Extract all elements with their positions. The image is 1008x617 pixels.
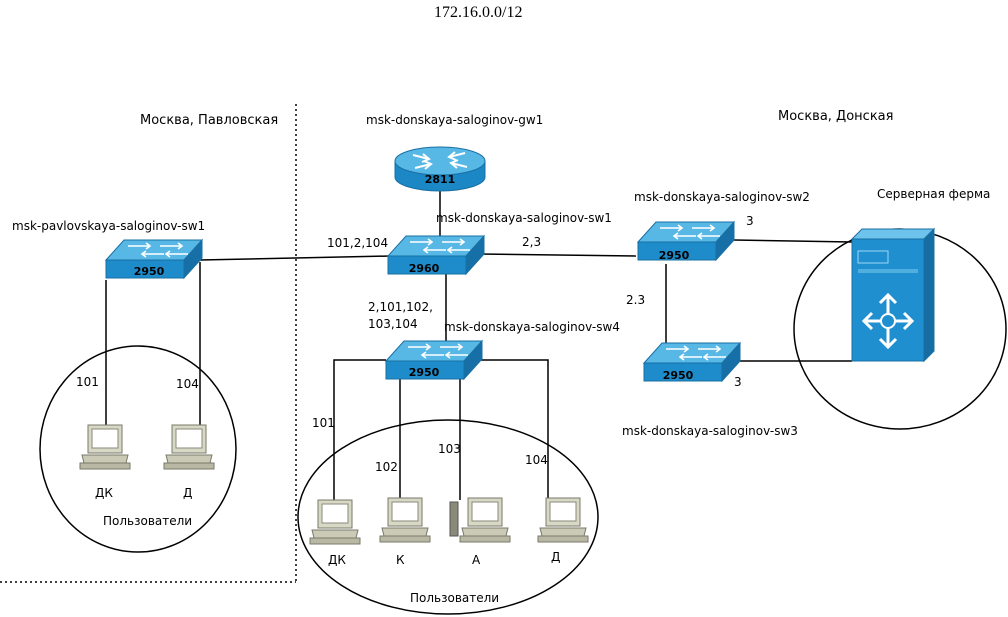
- vlan-label-pav-left: 101: [76, 375, 99, 389]
- host-label: ДК: [328, 553, 346, 567]
- vlan-label-pav-right: 104: [176, 377, 199, 391]
- device-name-pav: msk-pavlovskaya-saloginov-sw1: [12, 219, 206, 233]
- location-donskaya: Москва, Донская: [778, 109, 894, 124]
- device-name-sw3: msk-donskaya-saloginov-sw3: [622, 424, 798, 438]
- model-label-sw3: 2950: [663, 369, 694, 382]
- user-group-label: Пользователи: [103, 514, 193, 528]
- location-pavlovskaya: Москва, Павловская: [140, 113, 279, 128]
- vlan-label-sw4-4: 104: [525, 453, 548, 467]
- pc-icon[interactable]: [163, 424, 215, 470]
- pc-icon[interactable]: [537, 497, 589, 543]
- vlan-label-sw2-sw3: 2.3: [626, 293, 646, 307]
- pc-icon[interactable]: [449, 497, 511, 543]
- device-name-sw4: msk-donskaya-saloginov-sw4: [444, 320, 620, 334]
- model-label-sw4: 2950: [409, 366, 440, 379]
- vlan-label-core-sw4-2: 103,104: [368, 317, 418, 331]
- pc-icon[interactable]: [79, 424, 131, 470]
- host-label: Д: [551, 550, 561, 564]
- model-label-sw2: 2950: [659, 249, 690, 262]
- vlan-label-core-sw2: 2,3: [522, 235, 542, 249]
- server-icon[interactable]: [850, 227, 936, 363]
- vlan-label-sw4-3: 103: [438, 442, 461, 456]
- model-label-gw1: 2811: [425, 173, 456, 186]
- host-label: Д: [183, 486, 193, 500]
- device-name-core: msk-donskaya-saloginov-sw1: [436, 211, 612, 225]
- model-label-core: 2960: [409, 262, 440, 275]
- pc-icon[interactable]: [309, 499, 361, 545]
- vlan-label-core-sw4-1: 2,101,102,: [368, 300, 433, 314]
- server-farm-label: Серверная ферма: [877, 187, 991, 201]
- vlan-label-sw2-server: 3: [746, 214, 754, 228]
- host-label: К: [396, 553, 405, 567]
- user-group-label: Пользователи: [410, 591, 500, 605]
- pav-users-circle: [39, 345, 237, 553]
- don-users-circle: [297, 419, 599, 615]
- vlan-label-sw4-2: 102: [375, 460, 398, 474]
- model-label-pav: 2950: [134, 265, 165, 278]
- vlan-label-sw4-1: 101: [312, 416, 335, 430]
- link-sw4-pc4: [480, 359, 549, 500]
- network-address: 172.16.0.0/12: [434, 4, 523, 21]
- pc-icon[interactable]: [379, 497, 431, 543]
- vlan-label-pav-trunk: 101,2,104: [327, 236, 389, 250]
- link-sw2-server: [733, 239, 853, 243]
- site-separator: [0, 104, 297, 583]
- link-sw4-pc1: [333, 359, 386, 504]
- host-label: А: [472, 553, 481, 567]
- router-icon[interactable]: [394, 146, 486, 192]
- device-name-gw1: msk-donskaya-saloginov-gw1: [366, 113, 544, 127]
- device-name-sw2: msk-donskaya-saloginov-sw2: [634, 190, 810, 204]
- link-core-sw2: [479, 253, 637, 257]
- links: [105, 190, 853, 504]
- link-pav-core: [199, 255, 391, 261]
- vlan-label-sw3-server: 3: [734, 375, 742, 389]
- host-label: ДК: [95, 486, 113, 500]
